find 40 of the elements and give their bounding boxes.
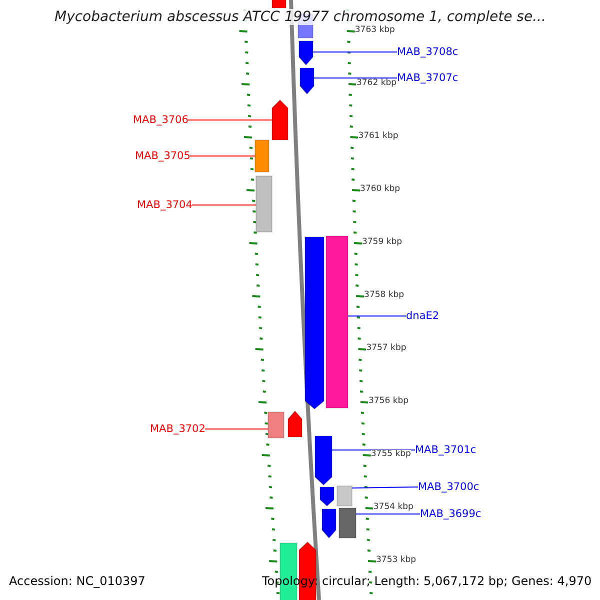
gene-feature — [300, 68, 314, 95]
footer-text: Topology: circular; Length: 5,067,172 bp; Genes: 4,970 — [262, 575, 592, 589]
gene-feature — [268, 412, 284, 438]
gene-label: MAB_3700c — [418, 481, 480, 494]
gene-feature — [254, 140, 270, 172]
gene-feature — [272, 99, 288, 140]
gene-label: MAB_3701c — [415, 444, 476, 456]
gene-feature — [338, 508, 356, 538]
tick-label: 3754 kbp — [373, 503, 414, 513]
tick-label: 3758 kbp — [364, 291, 404, 301]
gene-feature — [304, 236, 324, 410]
title: Mycobacterium abscessus ATCC 19977 chromosome 1, complete se... — [54, 9, 546, 26]
gene-feature — [298, 40, 314, 66]
gene-label: MAB_3702 — [150, 423, 206, 436]
gene-feature — [256, 176, 272, 232]
leader-line — [192, 204, 256, 206]
gene-feature — [322, 508, 336, 539]
tick-label: 3753 kbp — [376, 556, 416, 566]
leader-line — [352, 486, 418, 488]
gene-label: MAB_3704 — [137, 199, 192, 212]
gene-feature — [326, 236, 348, 408]
tick-label: 3757 kbp — [366, 344, 406, 354]
leader-line — [204, 428, 268, 430]
tick-label: 3761 kbp — [358, 132, 398, 142]
tick-label: 3762 kbp — [356, 79, 397, 89]
gene-label: MAB_3707c — [397, 72, 458, 84]
gene-label: dnaE2 — [406, 310, 440, 322]
gene-feature — [336, 486, 352, 506]
tick-label: 3759 kbp — [362, 238, 402, 248]
tick-label: 3763 kbp — [354, 26, 395, 36]
gene-feature — [288, 410, 302, 438]
gene-label: MAB_3705 — [135, 150, 190, 162]
tick-label: 3755 kbp — [370, 450, 411, 460]
gene-label: MAB_3706 — [133, 114, 188, 126]
tick-label: 3760 kbp — [360, 185, 400, 195]
gene-label: MAB_3699c — [420, 508, 482, 520]
gene-feature — [320, 486, 334, 507]
footer-text: Accession: NC_010397 — [9, 575, 146, 589]
tick-label: 3756 kbp — [368, 397, 409, 407]
gene-label: MAB_3708c — [397, 46, 458, 58]
